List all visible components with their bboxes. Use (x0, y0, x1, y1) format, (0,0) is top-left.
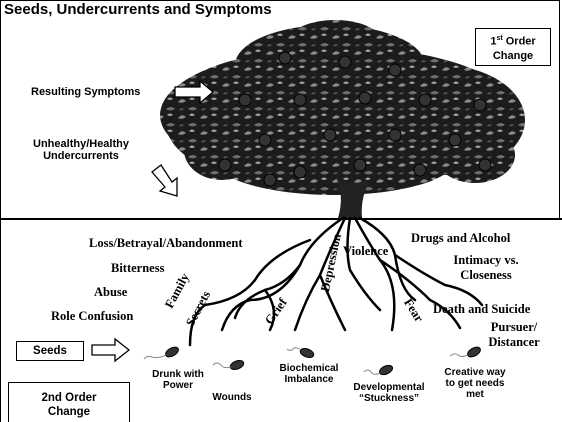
first-order-change-box: 1st Order Change (475, 28, 551, 66)
seeds-arrow (92, 339, 129, 361)
right-root-label: Intimacy vs. Closeness (436, 253, 536, 283)
undercurrents-arrow (152, 165, 177, 196)
seed-label: Developmental“Stuckness” (347, 382, 431, 404)
left-root-label: Loss/Betrayal/Abandonment (89, 236, 243, 251)
right-root-label: Pursuer/ Distancer (474, 320, 554, 350)
page-title: Seeds, Undercurrents and Symptoms (4, 1, 272, 18)
right-root-label: Death and Suicide (433, 302, 530, 317)
seed-icon (144, 345, 180, 359)
seed-icon (287, 347, 315, 359)
right-root-label: Drugs and Alcohol (411, 231, 510, 246)
seeds-box: Seeds (16, 341, 84, 361)
left-root-label: Bitterness (111, 261, 164, 276)
root-word-violence: Violence (343, 244, 388, 259)
tree-canopy (160, 20, 525, 195)
second-order-change-box: 2nd Order Change (8, 382, 130, 422)
seed-label: Wounds (197, 392, 267, 403)
resulting-symptoms-label: Resulting Symptoms (31, 86, 140, 98)
seed-icon (364, 363, 394, 376)
left-root-label: Role Confusion (51, 309, 133, 324)
left-root-label: Abuse (94, 285, 127, 300)
seed-icon (213, 359, 245, 371)
undercurrents-label: Unhealthy/Healthy Undercurrents (30, 138, 132, 162)
